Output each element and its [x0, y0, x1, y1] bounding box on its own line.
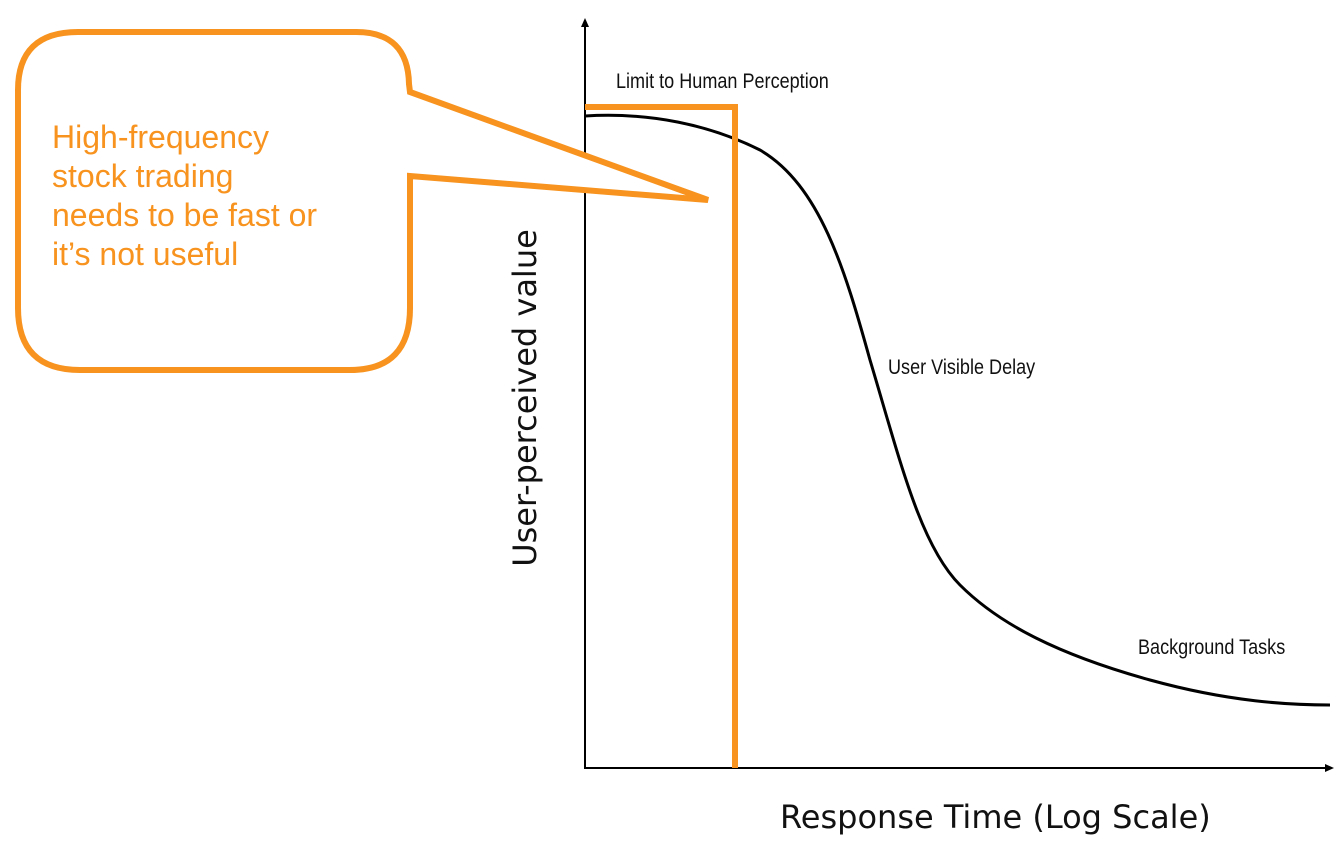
callout-text: High-frequency stock trading needs to be…: [52, 119, 318, 272]
x-axis-label: Response Time (Log Scale): [780, 798, 1211, 836]
background-annotation: Background Tasks: [1138, 636, 1286, 659]
value-curve: [584, 113, 1331, 707]
limit-annotation: Limit to Human Perception: [616, 70, 829, 93]
callout-bubble: [15, 29, 710, 373]
y-axis-label: User-perceived value: [506, 229, 544, 567]
delay-annotation: User Visible Delay: [888, 356, 1036, 379]
perception-limit-bracket: [585, 104, 738, 768]
